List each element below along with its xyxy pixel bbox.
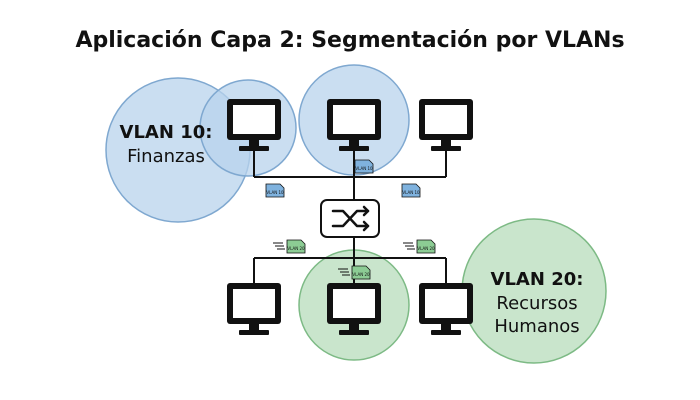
vlan-20-department-line-1: Recursos <box>496 293 577 314</box>
monitor-icon <box>419 283 473 335</box>
frame-tag-label: VLAN 20 <box>287 246 305 251</box>
tagged-frame-icon: VLAN 20 <box>403 239 436 254</box>
frame-tag-label: VLAN 20 <box>417 246 435 251</box>
frame-tag-label: VLAN 10 <box>266 190 284 195</box>
network-links <box>253 149 447 287</box>
switch-shuffle-icon <box>331 205 370 232</box>
vlan-20-label: VLAN 20: Recursos Humanos <box>491 269 584 337</box>
vlan-10-label: VLAN 10: Finanzas <box>120 122 213 167</box>
vlan-20-frames: VLAN 20 VLAN 20 VLAN 20 <box>273 239 436 280</box>
vlan-20-zone-main <box>461 218 607 364</box>
vlan-10-department: Finanzas <box>127 146 205 167</box>
monitor-icon <box>227 283 281 335</box>
tagged-frame-icon: VLAN 20 <box>273 239 306 254</box>
tagged-frame-icon: VLAN 10 <box>401 183 421 198</box>
tagged-frame-icon: VLAN 20 <box>338 265 371 280</box>
vlan-20-department-line-2: Humanos <box>494 316 579 337</box>
tagged-frame-icon: VLAN 10 <box>265 183 285 198</box>
monitor-icon <box>419 99 473 151</box>
frame-tag-label: VLAN 10 <box>355 166 373 171</box>
diagram-title: Aplicación Capa 2: Segmentación por VLAN… <box>75 28 624 53</box>
frame-tag-label: VLAN 10 <box>402 190 420 195</box>
network-switch <box>320 199 380 238</box>
vlan-10-name: VLAN 10: <box>120 122 213 143</box>
frame-tag-label: VLAN 20 <box>352 272 370 277</box>
vlan-10-frames: VLAN 10 VLAN 10 VLAN 10 <box>265 159 421 198</box>
vlan-20-name: VLAN 20: <box>491 269 584 290</box>
tagged-frame-icon: VLAN 10 <box>354 159 374 174</box>
